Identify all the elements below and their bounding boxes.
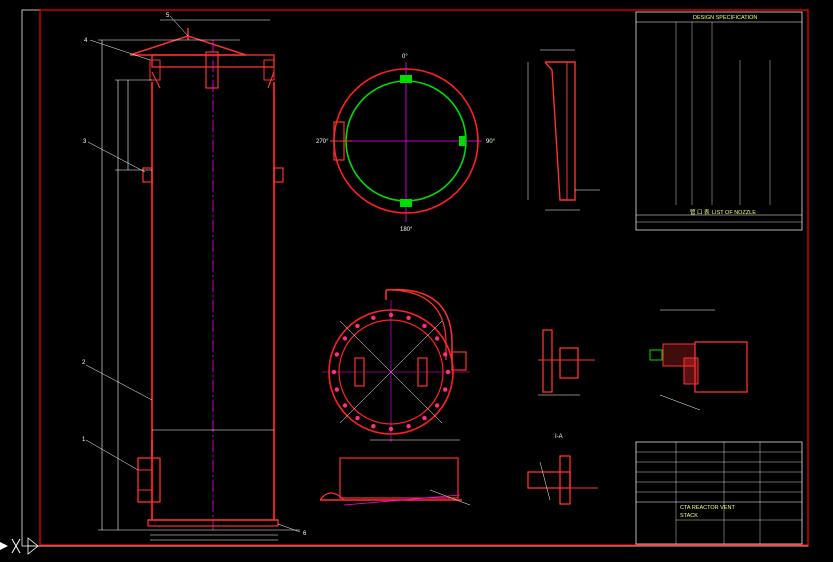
crosshair-cursor-icon: [0, 536, 24, 556]
flange-bolt: [406, 315, 411, 320]
callout-3: 3: [83, 139, 87, 145]
flange-bolt: [422, 415, 427, 421]
flange-bolt: [355, 415, 360, 421]
angle-0-label: 0°: [402, 54, 408, 60]
title-block: [635, 441, 803, 545]
flange-bolt: [371, 315, 376, 320]
sheet-border: [21, 9, 809, 547]
flange-bolt: [355, 323, 360, 329]
flange-bolt: [388, 312, 394, 318]
drawing-frame: [39, 9, 809, 546]
detail-section-a: [538, 329, 595, 396]
angle-90-label: 90°: [486, 139, 496, 145]
flange-bolt: [342, 403, 348, 408]
detail-section-c: [527, 455, 598, 505]
flange-bolt: [371, 424, 376, 429]
flange-bolt: [331, 369, 337, 375]
stack-title-2: STACK: [680, 513, 698, 519]
spec-title: DESIGN SPECIFICATION: [693, 15, 757, 21]
detail-roof-section: [527, 49, 600, 211]
flange-bolt: [443, 352, 448, 357]
angle-270-label: 270°: [316, 139, 329, 145]
stack-title-1: CTA REACTOR VENT: [680, 505, 735, 511]
flange-bolt: [388, 426, 394, 432]
flange-bolt: [422, 323, 427, 329]
vessel-elevation-view: [85, 15, 301, 541]
bolted-flange-view: [322, 288, 470, 442]
design-spec-table: [635, 11, 803, 231]
base-detail-view: [319, 457, 471, 506]
callout-6: 6: [303, 531, 307, 537]
flange-bolt: [445, 369, 451, 375]
detail-label-ia: I-A: [555, 434, 563, 440]
flange-bolt: [334, 387, 339, 392]
flange-bolt: [342, 336, 348, 341]
nozzle-list-title: LIST OF NOZZLE: [712, 210, 756, 216]
flange-bolt: [434, 403, 440, 408]
flange-bolt: [434, 336, 440, 341]
callout-4: 4: [84, 38, 88, 44]
angle-180-label: 180°: [400, 227, 413, 233]
flange-bolt: [334, 352, 339, 357]
top-plan-view: [330, 62, 482, 222]
flange-bolt: [406, 424, 411, 429]
ucs-icon: [27, 537, 39, 555]
detail-section-b: [649, 309, 748, 411]
flange-bolt: [443, 387, 448, 392]
callout-1: 1: [82, 437, 86, 443]
callout-numbers: 5 4 3 2 1 6: [82, 13, 307, 537]
flange-bolt-markers: [331, 312, 451, 432]
callout-2: 2: [82, 360, 86, 366]
callout-5: 5: [166, 13, 170, 19]
nozzle-list-title-cn: 管 口 表: [690, 208, 710, 216]
